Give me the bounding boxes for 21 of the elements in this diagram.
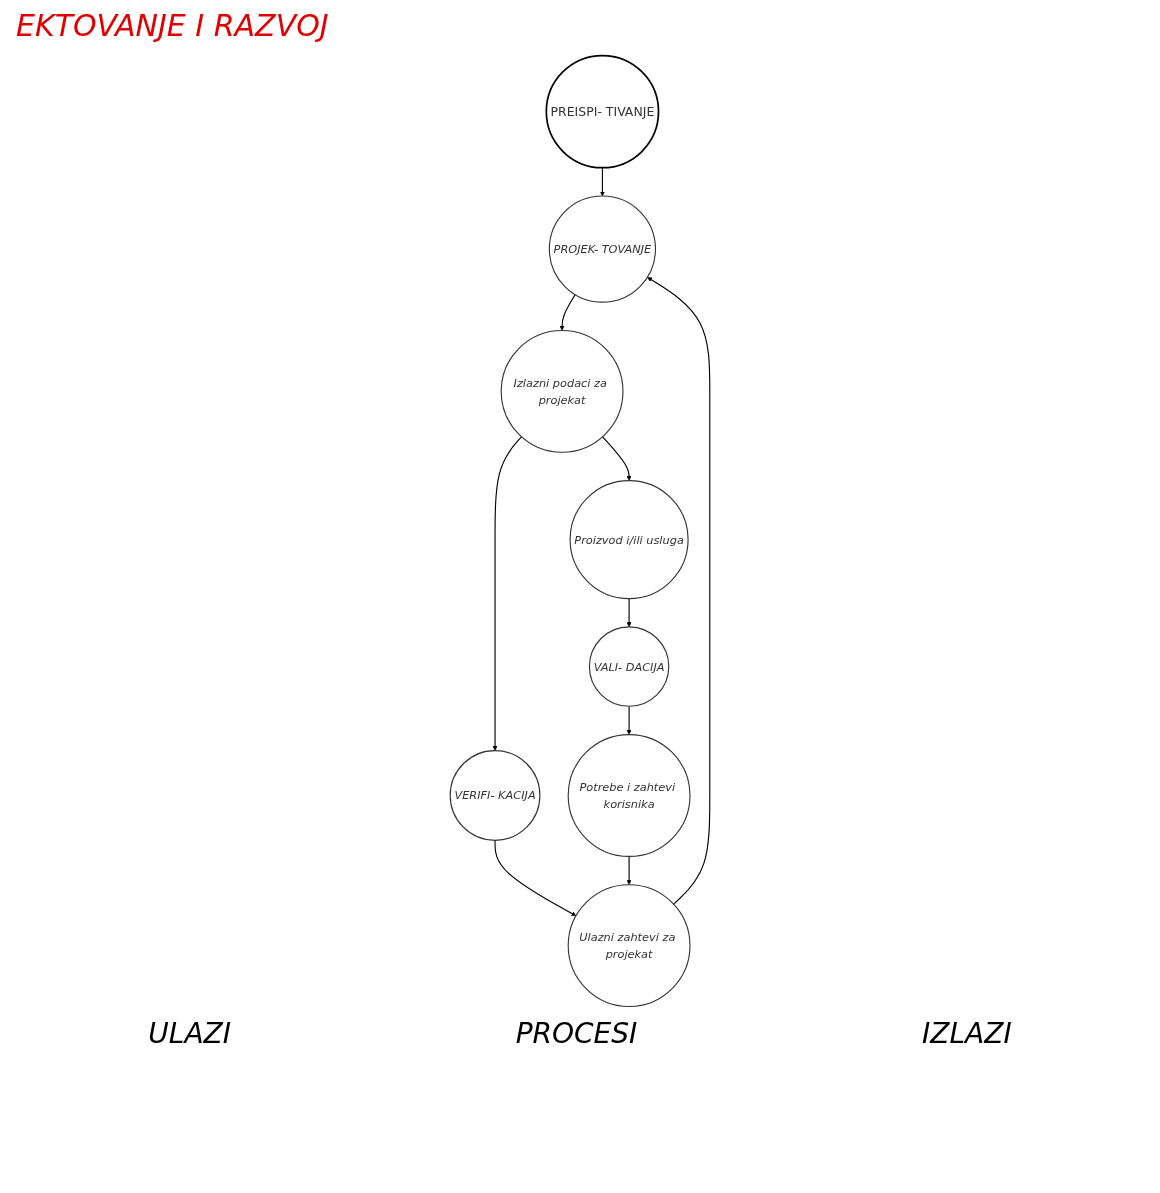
arrow	[599, 167, 605, 197]
arrow	[602, 436, 632, 481]
arrow	[626, 705, 632, 735]
column-label: ULAZI	[148, 1017, 231, 1050]
arrow	[626, 855, 632, 885]
arrow	[492, 436, 523, 751]
column-label: PROCESI	[515, 1017, 638, 1050]
arrow	[647, 277, 711, 905]
node-circle: PREISPI- TIVANJE	[545, 54, 660, 169]
node-circle: VERIFI- KACIJA	[449, 750, 541, 841]
node-circle: PROJEK- TOVANJE	[548, 195, 657, 303]
arrow	[559, 294, 576, 331]
node-circle: Potrebe i zahtevi korisnika	[567, 734, 691, 857]
node-circle: VALI- DACIJA	[588, 626, 670, 707]
node-circle: Proizvod i/ili usluga	[569, 480, 689, 600]
column-label: IZLAZI	[922, 1017, 1012, 1050]
arrow	[494, 839, 577, 917]
arrow	[626, 598, 632, 628]
node-circle: Izlazni podaci za projekat	[500, 329, 624, 453]
title: EKTOVANJE I RAZVOJ	[15, 7, 330, 45]
node-circle: Ulazni zahtevi za projekat	[567, 884, 691, 1008]
